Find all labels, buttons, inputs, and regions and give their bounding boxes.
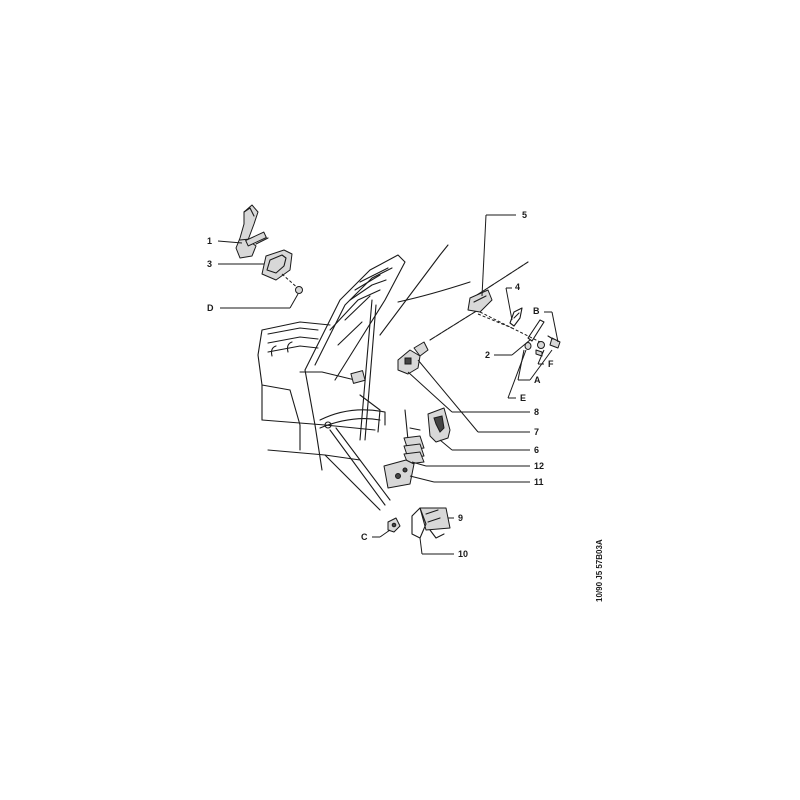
- part-E-washer: [524, 342, 532, 350]
- part-10-gasket: [411, 507, 427, 539]
- part-3-gasket-ring: [261, 249, 293, 281]
- callout-C: C: [361, 532, 368, 542]
- part-1-release-lever: [235, 204, 269, 259]
- part-B-bolt: [547, 335, 561, 349]
- part-4-spring-clip: [509, 307, 523, 327]
- callout-2: 2: [485, 350, 490, 360]
- axis-dashed-5-to-4: [477, 313, 513, 329]
- callout-8: 8: [534, 407, 539, 417]
- part-11-support-plate: [383, 459, 415, 489]
- callout-1: 1: [207, 236, 212, 246]
- callout-5: 5: [522, 210, 527, 220]
- callout-4: 4: [515, 282, 520, 292]
- callout-E: E: [520, 393, 526, 403]
- callout-12: 12: [534, 461, 544, 471]
- callout-labels: 1 3 D 5 4 B 2 F A E 8 7 6 12 11 9 C 10: [207, 210, 554, 559]
- part-D-nut: [295, 286, 303, 294]
- callout-11: 11: [534, 477, 544, 487]
- part-5-release-cable: [429, 261, 529, 341]
- callout-F: F: [548, 359, 554, 369]
- callout-B: B: [533, 306, 540, 316]
- reference-code: 10/90 J5 57B03A: [595, 539, 604, 602]
- part-F-nut: [535, 341, 545, 357]
- part-2-clip-pin: [527, 319, 545, 342]
- callout-A: A: [534, 375, 541, 385]
- leader-lines: [217, 214, 559, 555]
- part-12-plates: [403, 435, 425, 465]
- vehicle-front-body: [257, 244, 471, 511]
- part-8-lock-body: [397, 341, 429, 375]
- axis-dashed-5-to-B: [479, 311, 541, 343]
- callout-6: 6: [534, 445, 539, 455]
- part-C-nut: [387, 517, 401, 533]
- callout-10: 10: [458, 549, 468, 559]
- callout-9: 9: [458, 513, 463, 523]
- part-6-striker-plate: [427, 407, 451, 443]
- part-9-bracket: [419, 507, 451, 539]
- callout-3: 3: [207, 259, 212, 269]
- callout-D: D: [207, 303, 214, 313]
- callout-7: 7: [534, 427, 539, 437]
